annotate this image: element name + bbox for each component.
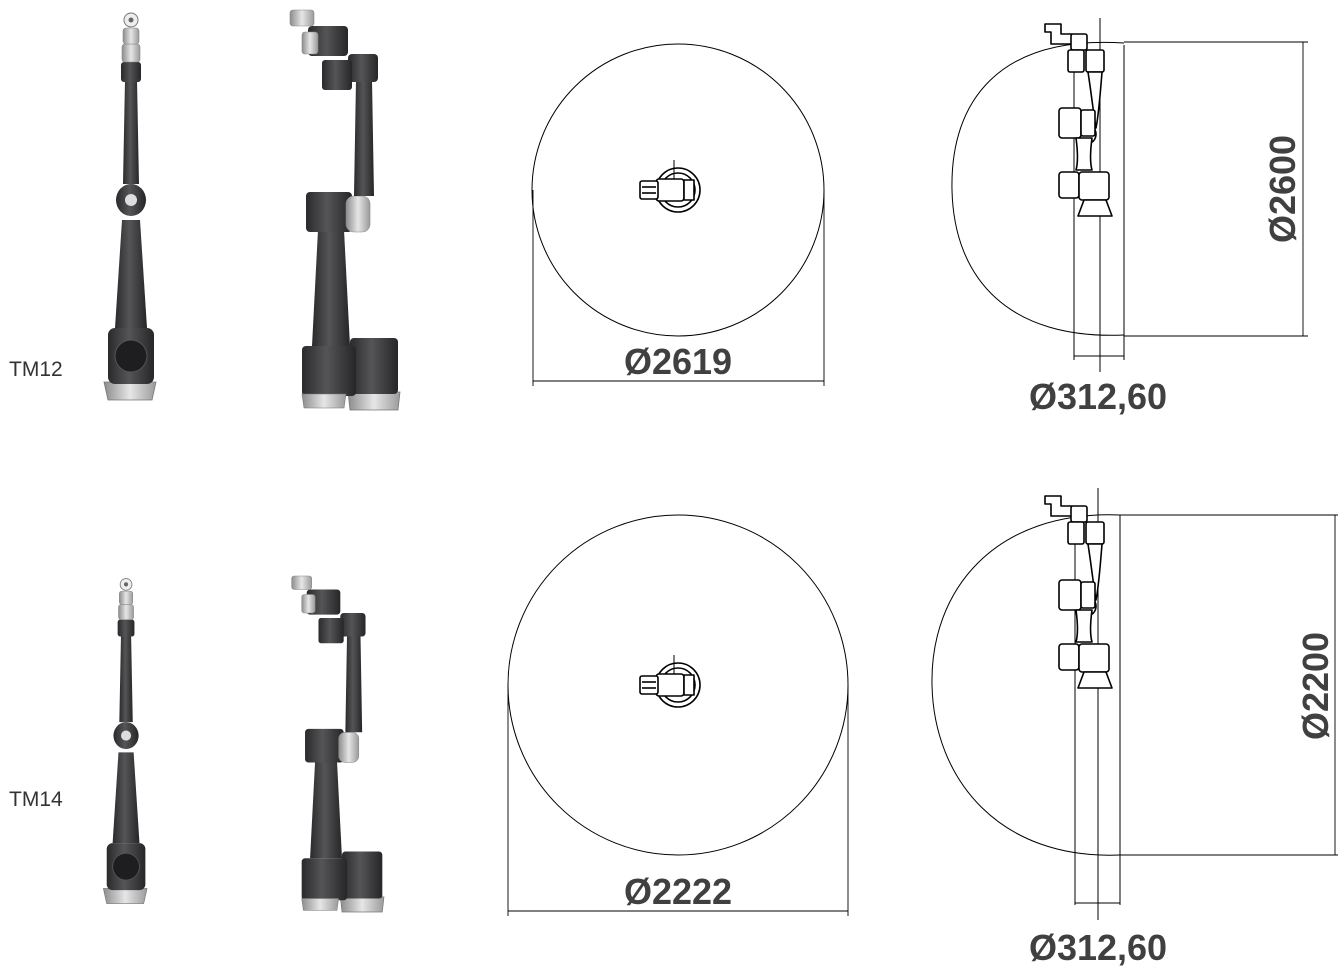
height-diameter-label: Ø2200 xyxy=(1295,632,1336,740)
height-envelope-diagram: Ø2200 Ø312,60 xyxy=(931,488,1338,966)
reach-circle-diagram: Ø2619 xyxy=(531,43,825,386)
reach-circle-diagram: Ø2222 xyxy=(507,514,849,916)
model-label: TM12 xyxy=(9,358,63,381)
base-diameter-label: Ø312,60 xyxy=(1029,376,1167,417)
model-label: TM14 xyxy=(9,788,63,811)
robot-side-view xyxy=(289,9,401,411)
robot-front-view xyxy=(103,12,157,401)
height-diameter-label: Ø2600 xyxy=(1262,135,1303,243)
row-tm12: TM12 Ø2619 Ø2600 Ø312,60 xyxy=(9,9,1308,417)
row-tm14: TM14 Ø2222 Ø2200 Ø312,60 xyxy=(9,488,1338,966)
reach-diameter-label: Ø2619 xyxy=(624,341,732,382)
robot-side-view xyxy=(291,575,385,913)
height-envelope-diagram: Ø2600 Ø312,60 xyxy=(951,18,1308,417)
reach-diameter-label: Ø2222 xyxy=(624,871,732,912)
base-diameter-label: Ø312,60 xyxy=(1029,927,1167,966)
robot-front-view xyxy=(102,578,148,905)
